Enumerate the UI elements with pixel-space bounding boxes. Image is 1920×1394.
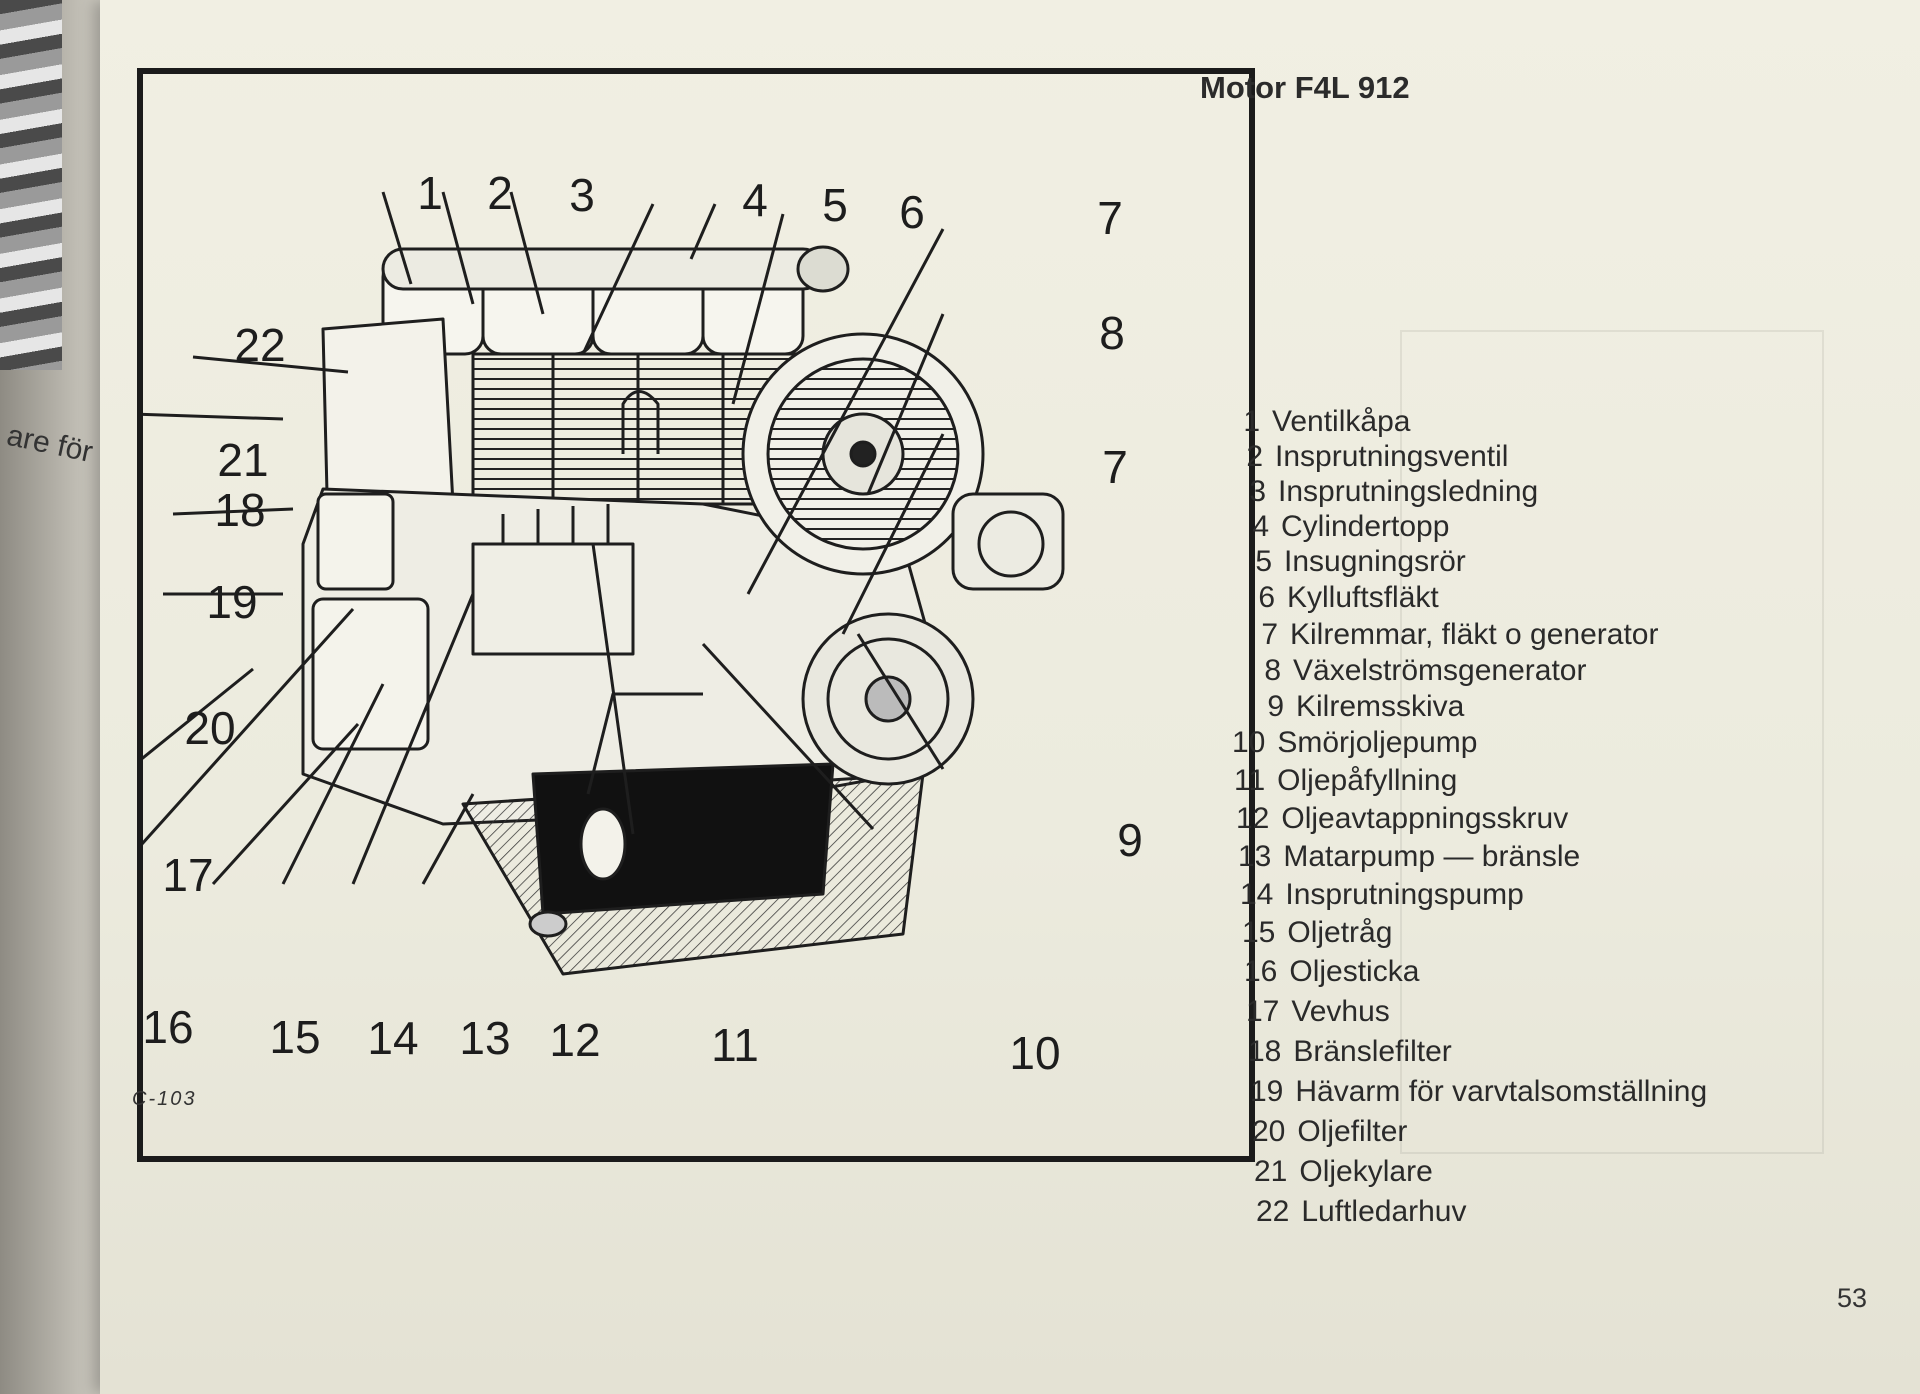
callout-11: 11 xyxy=(711,1019,759,1071)
callout-2: 2 xyxy=(487,167,513,219)
callout-19: 19 xyxy=(206,576,258,628)
callout-7-lower: 7 xyxy=(1102,441,1128,493)
callout-16: 16 xyxy=(142,1001,194,1053)
callout-20: 20 xyxy=(184,702,236,754)
callout-5: 5 xyxy=(822,179,848,231)
page-number: 53 xyxy=(1837,1283,1868,1313)
engine-illustration xyxy=(143,191,1065,976)
callout-8: 8 xyxy=(1099,307,1125,359)
callout-7-top: 7 xyxy=(1097,192,1123,244)
callout-21: 21 xyxy=(217,434,269,486)
callout-6: 6 xyxy=(899,186,925,238)
callout-13: 13 xyxy=(459,1012,511,1064)
engine-diagram-frame xyxy=(137,68,1255,1162)
callout-15: 15 xyxy=(269,1011,321,1063)
callout-4: 4 xyxy=(742,174,768,226)
callout-9: 9 xyxy=(1117,814,1143,866)
callout-18: 18 xyxy=(214,484,266,536)
previous-page-photo xyxy=(0,0,62,370)
callout-3: 3 xyxy=(569,169,595,221)
callout-22: 22 xyxy=(234,319,286,371)
callout-12: 12 xyxy=(549,1014,601,1066)
callout-10: 10 xyxy=(1009,1027,1061,1079)
page-title: Motor F4L 912 xyxy=(1200,70,1410,105)
manual-page: 1 2 3 4 5 6 7 8 7 9 10 11 12 13 14 15 16… xyxy=(100,0,1920,1394)
callout-14: 14 xyxy=(367,1012,419,1064)
callout-1: 1 xyxy=(417,167,443,219)
callout-17: 17 xyxy=(162,849,214,901)
show-through-frame xyxy=(1400,330,1824,1154)
figure-code: C-103 xyxy=(132,1088,197,1110)
